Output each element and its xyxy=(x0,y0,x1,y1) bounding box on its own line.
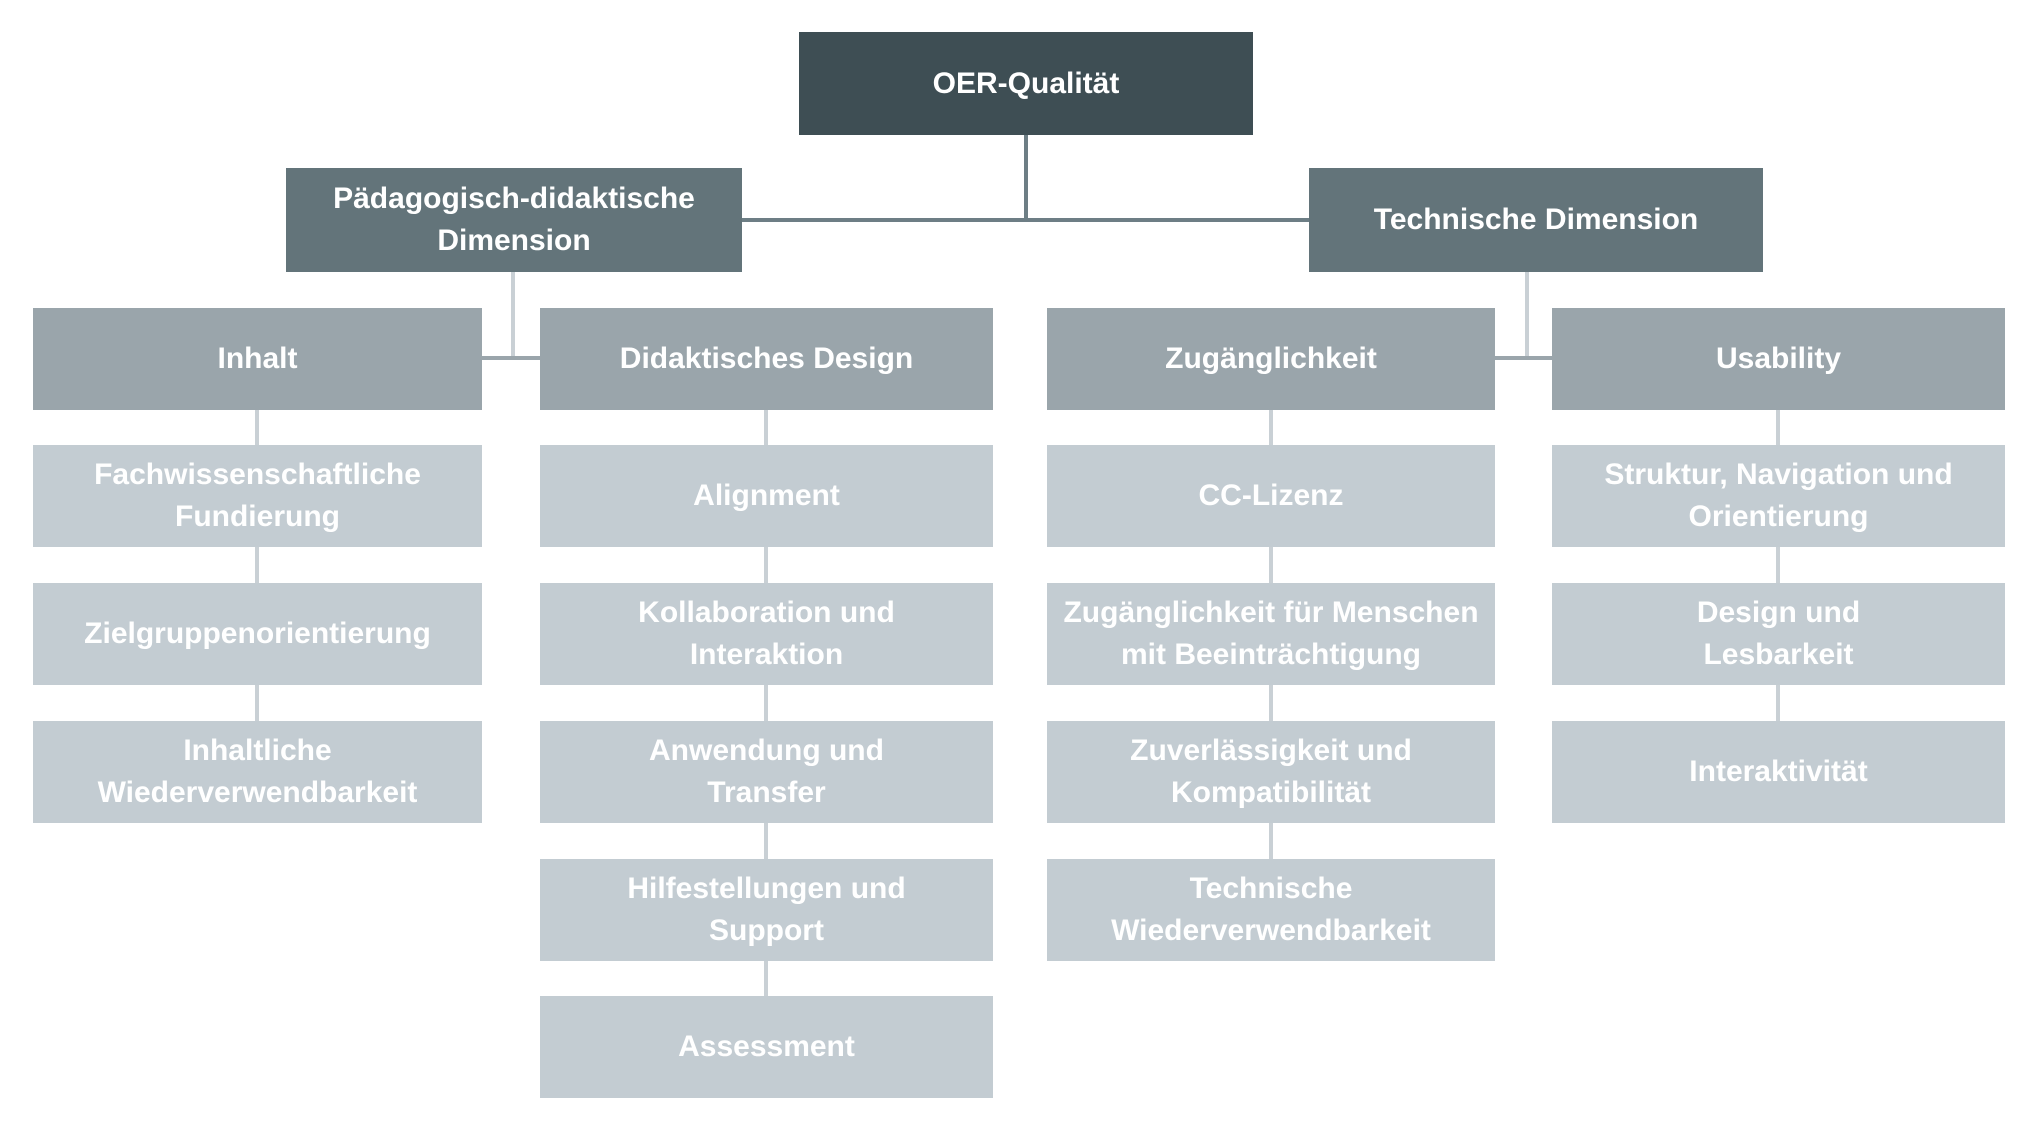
node-paedagogisch-didaktische-dimension: Pädagogisch-didaktische Dimension xyxy=(286,168,742,272)
node-design-und-lesbarkeit: Design und Lesbarkeit xyxy=(1552,583,2005,685)
connector-root-horizontal xyxy=(742,218,1309,222)
node-label: Interaktivität xyxy=(1689,755,1868,788)
node-usability: Usability xyxy=(1552,308,2005,410)
node-inhalt: Inhalt xyxy=(33,308,482,410)
node-label: Technische Wiederverwendbarkeit xyxy=(1111,872,1431,947)
node-label: Fachwissenschaftliche Fundierung xyxy=(94,458,421,533)
node-label: Design und Lesbarkeit xyxy=(1696,596,1861,671)
node-hilfestellungen-und-support: Hilfestellungen und Support xyxy=(540,859,993,961)
node-label: Pädagogisch-didaktische Dimension xyxy=(333,182,695,257)
connector-chain-didaktik xyxy=(764,410,768,996)
node-label: Inhaltliche Wiederverwendbarkeit xyxy=(97,734,418,809)
connector-paedagogisch-horizontal xyxy=(482,356,540,360)
connector-chain-inhalt xyxy=(255,410,259,721)
node-inhaltliche-wiederverwendbarkeit: Inhaltliche Wiederverwendbarkeit xyxy=(33,721,482,823)
node-label: Didaktisches Design xyxy=(619,342,914,375)
node-label: Assessment xyxy=(678,1030,855,1063)
node-fachwissenschaftliche-fundierung: Fachwissenschaftliche Fundierung xyxy=(33,445,482,547)
node-label: Usability xyxy=(1715,342,1842,375)
node-kollaboration-und-interaktion: Kollaboration und Interaktion xyxy=(540,583,993,685)
node-label: CC-Lizenz xyxy=(1198,479,1344,512)
node-interaktivitaet: Interaktivität xyxy=(1552,721,2005,823)
node-label: Zugänglichkeit für Menschen mit Beeinträ… xyxy=(1063,596,1479,671)
node-label: Zuverlässigkeit und Kompatibilität xyxy=(1130,734,1412,809)
node-label: Zugänglichkeit xyxy=(1165,342,1377,375)
node-zugaenglichkeit: Zugänglichkeit xyxy=(1047,308,1495,410)
connector-technisch-horizontal xyxy=(1495,356,1552,360)
node-label: Technische Dimension xyxy=(1373,203,1699,236)
node-assessment: Assessment xyxy=(540,996,993,1098)
connector-chain-usability xyxy=(1776,410,1780,721)
node-label: Zielgruppenorientierung xyxy=(84,617,431,650)
connector-technisch-vertical xyxy=(1525,272,1529,358)
node-label: Kollaboration und Interaktion xyxy=(638,596,895,671)
node-struktur-navigation-und-orientierung: Struktur, Navigation und Orientierung xyxy=(1552,445,2005,547)
node-zugaenglichkeit-fuer-menschen-mit-beeintraechtigung: Zugänglichkeit für Menschen mit Beeinträ… xyxy=(1047,583,1495,685)
node-label: Struktur, Navigation und Orientierung xyxy=(1604,458,1953,533)
node-label: Alignment xyxy=(693,479,840,512)
node-label: Inhalt xyxy=(217,342,298,375)
node-technische-dimension: Technische Dimension xyxy=(1309,168,1763,272)
node-zielgruppenorientierung: Zielgruppenorientierung xyxy=(33,583,482,685)
node-label: Hilfestellungen und Support xyxy=(627,872,906,947)
node-alignment: Alignment xyxy=(540,445,993,547)
node-cc-lizenz: CC-Lizenz xyxy=(1047,445,1495,547)
connector-paedagogisch-vertical xyxy=(511,272,515,358)
node-oer-qualitaet: OER-Qualität xyxy=(799,32,1253,135)
node-anwendung-und-transfer: Anwendung und Transfer xyxy=(540,721,993,823)
connector-root-vertical xyxy=(1024,135,1028,220)
node-zuverlaessigkeit-und-kompatibilitaet: Zuverlässigkeit und Kompatibilität xyxy=(1047,721,1495,823)
node-technische-wiederverwendbarkeit: Technische Wiederverwendbarkeit xyxy=(1047,859,1495,961)
node-didaktisches-design: Didaktisches Design xyxy=(540,308,993,410)
node-label: OER-Qualität xyxy=(932,66,1120,100)
node-label: Anwendung und Transfer xyxy=(649,734,884,809)
